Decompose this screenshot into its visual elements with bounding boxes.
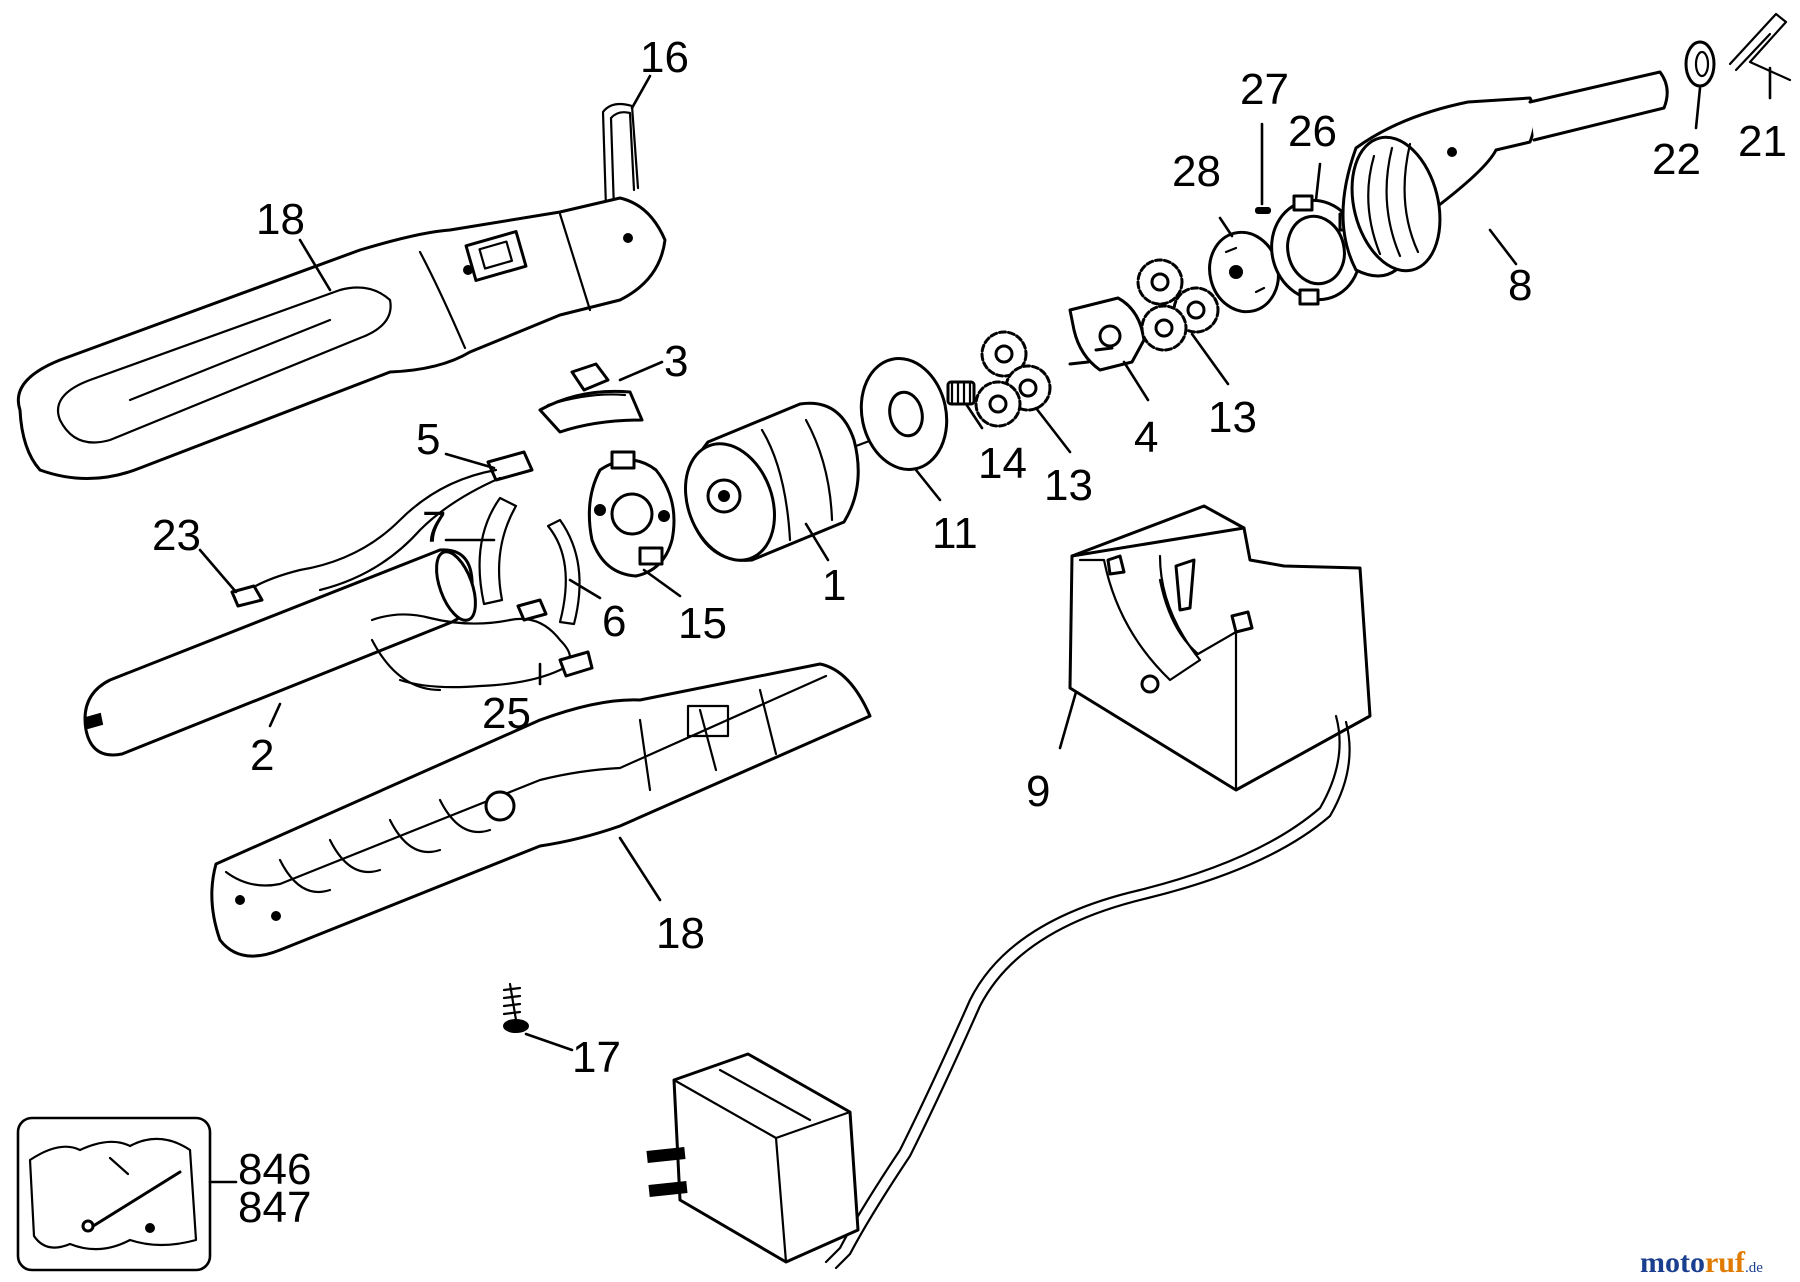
callout-28: 28: [1172, 147, 1221, 196]
callout-22: 22: [1652, 135, 1701, 184]
callout-9: 9: [1026, 767, 1050, 816]
part-14-pinion-gear: [946, 380, 976, 406]
part-18-lower-housing: [210, 662, 872, 958]
part-1-motor: [684, 401, 874, 562]
callout-846: 846: [238, 1145, 311, 1194]
part-13-planet-gears-upper: [1136, 258, 1220, 352]
callout-15: 15: [678, 599, 727, 648]
part-3-switch-slider: [538, 362, 644, 434]
callout-25: 25: [482, 689, 531, 738]
callout-27: 27: [1240, 65, 1289, 114]
watermark-logo: motoruf.de: [1640, 1246, 1763, 1279]
svg-text:motoruf.de: motoruf.de: [1640, 1246, 1763, 1279]
part-2-battery: [83, 548, 477, 757]
watermark-moto: moto: [1640, 1246, 1705, 1279]
part-25-wiring-harness: [370, 598, 594, 692]
callout-18-bottom: 18: [656, 909, 705, 958]
callout-labels: 16 18 3 5 23 7 6 15 1 11 14 13 4 13 28 2…: [152, 33, 1787, 1232]
part-6-contact-clip: [546, 518, 581, 626]
kit-inset-box: [16, 1116, 238, 1272]
callout-13-upper: 13: [1208, 393, 1257, 442]
part-23-wire-terminal: [230, 584, 264, 608]
callout-7: 7: [422, 503, 446, 552]
part-15-brush-holder: [587, 450, 676, 578]
watermark-ruf: ruf: [1705, 1246, 1746, 1279]
part-8-gear-housing: [1341, 70, 1669, 278]
callout-2: 2: [250, 731, 274, 780]
callout-6: 6: [602, 597, 626, 646]
callout-1: 1: [822, 561, 846, 610]
callout-3: 3: [664, 337, 688, 386]
part-11-washer: [859, 357, 949, 471]
part-5-terminal: [238, 450, 534, 598]
part-27-pin: [1255, 207, 1271, 214]
part-9-charging-base: [1068, 504, 1372, 792]
callout-14: 14: [978, 439, 1027, 488]
part-21-blade-clip: [1728, 12, 1792, 82]
callout-8: 8: [1508, 261, 1532, 310]
watermark-suffix: .de: [1745, 1260, 1763, 1276]
part-18-upper-housing: [17, 196, 667, 481]
callout-847: 847: [238, 1183, 311, 1232]
callout-17: 17: [572, 1033, 621, 1082]
part-22-washer: [1684, 40, 1716, 88]
callout-18-top: 18: [256, 195, 305, 244]
charger-cord: [824, 714, 1351, 1270]
part-13-planet-gears-lower: [974, 330, 1052, 428]
part-7-contact-spring: [478, 496, 518, 606]
callout-21: 21: [1738, 117, 1787, 166]
part-17-screw: [502, 982, 529, 1033]
part-26-ring-gear: [1270, 194, 1362, 306]
leader-lines: [198, 66, 1772, 1052]
callout-4: 4: [1134, 413, 1158, 462]
charger-plug: [646, 1052, 860, 1264]
callout-26: 26: [1288, 107, 1337, 156]
callout-16: 16: [640, 33, 689, 82]
callout-23: 23: [152, 511, 201, 560]
part-4-planet-carrier: [1068, 296, 1146, 372]
callout-5: 5: [416, 415, 440, 464]
callout-13-lower: 13: [1044, 461, 1093, 510]
part-16-staple-clip: [601, 102, 640, 212]
callout-11: 11: [932, 509, 978, 558]
